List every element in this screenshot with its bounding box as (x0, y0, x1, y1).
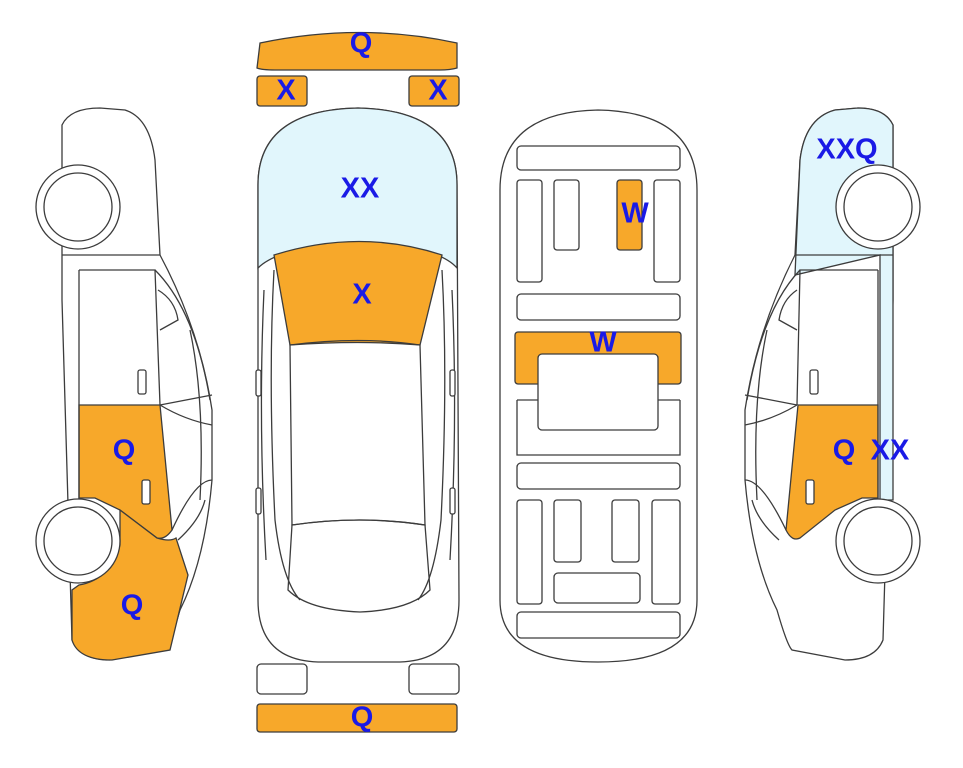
headlight-right[interactable] (408, 75, 460, 107)
hood-label: X (352, 279, 372, 311)
taillight-right[interactable] (408, 663, 460, 695)
right-glass-label: XXQ (816, 134, 877, 166)
left-side-view: Q Q (35, 107, 213, 661)
roof-middle-label: W (589, 327, 617, 359)
roof-top-label: W (621, 198, 649, 230)
front-bumper-label: Q (350, 28, 373, 60)
roof-top-panel[interactable] (616, 179, 643, 251)
headlight-left-label: X (276, 75, 296, 107)
rear-bumper-label: Q (351, 702, 374, 734)
taillight-left[interactable] (256, 663, 308, 695)
right-pillar-label: XX (871, 435, 910, 467)
windshield-label: XX (341, 173, 380, 205)
hood[interactable] (273, 240, 443, 346)
headlight-left[interactable] (256, 75, 308, 107)
roof-view: W W (499, 109, 698, 663)
right-door-label: Q (833, 435, 856, 467)
top-view: XX X (255, 107, 460, 663)
rear-bumper-group: Q (256, 663, 460, 734)
left-door-label: Q (113, 435, 136, 467)
rear-bumper[interactable] (256, 703, 458, 733)
headlight-right-label: X (428, 75, 448, 107)
right-door[interactable] (785, 404, 879, 540)
right-side-view: XXQ Q XX (744, 107, 921, 661)
front-bumper-group: Q X X (256, 28, 460, 107)
left-quarter-label: Q (121, 590, 144, 622)
left-rear-door[interactable] (78, 404, 173, 539)
front-bumper[interactable] (256, 31, 458, 71)
